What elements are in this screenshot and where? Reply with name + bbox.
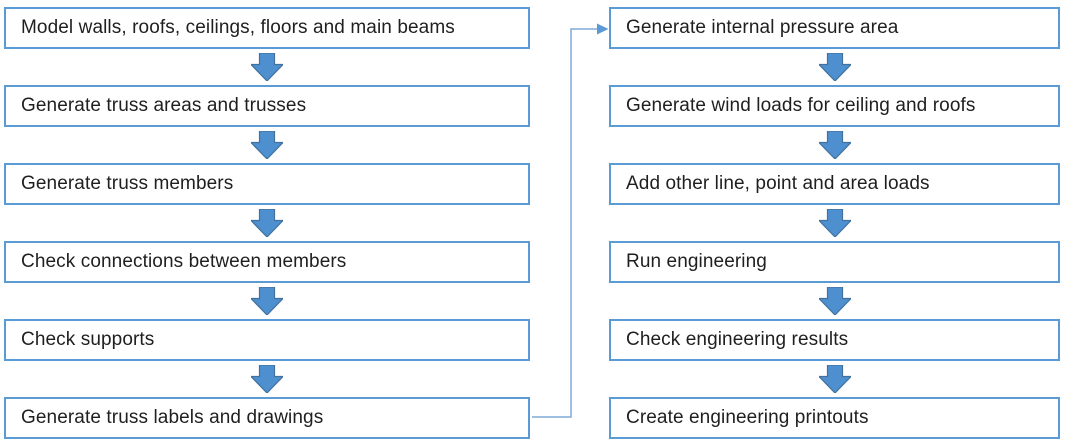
down-arrow-icon <box>818 287 851 315</box>
flow-step-box: Check connections between members <box>4 241 530 283</box>
connector-elbow-line <box>532 28 597 418</box>
arrow-row <box>4 283 530 319</box>
arrow-row <box>609 127 1060 163</box>
down-arrow-icon <box>251 53 283 81</box>
flow-step-box: Generate truss areas and trusses <box>4 85 530 127</box>
arrow-row <box>4 127 530 163</box>
arrow-row <box>609 361 1060 397</box>
flow-step-box: Generate wind loads for ceiling and roof… <box>609 85 1060 127</box>
connector-arrowhead-icon <box>597 23 609 35</box>
flow-step-box: Generate internal pressure area <box>609 7 1060 49</box>
left-column: Model walls, roofs, ceilings, floors and… <box>4 7 530 439</box>
right-column: Generate internal pressure area Generate… <box>609 7 1060 439</box>
arrow-row <box>609 205 1060 241</box>
flow-step-box: Check supports <box>4 319 530 361</box>
arrow-row <box>4 205 530 241</box>
flow-step-label: Generate truss labels and drawings <box>21 407 324 428</box>
flow-step-label: Generate wind loads for ceiling and roof… <box>626 95 976 116</box>
flow-step-label: Add other line, point and area loads <box>626 173 930 194</box>
flow-step-label: Model walls, roofs, ceilings, floors and… <box>21 17 455 38</box>
arrow-row <box>4 49 530 85</box>
flow-step-box: Run engineering <box>609 241 1060 283</box>
flow-step-label: Generate truss members <box>21 173 234 194</box>
arrow-row <box>609 283 1060 319</box>
flow-step-label: Check supports <box>21 329 155 350</box>
flow-step-label: Generate internal pressure area <box>626 17 899 38</box>
flow-step-label: Check engineering results <box>626 329 849 350</box>
flow-step-label: Generate truss areas and trusses <box>21 95 307 116</box>
down-arrow-icon <box>818 365 851 393</box>
down-arrow-icon <box>251 287 283 315</box>
arrow-row <box>4 361 530 397</box>
down-arrow-icon <box>818 131 851 159</box>
flow-step-label: Create engineering printouts <box>626 407 869 428</box>
down-arrow-icon <box>251 365 283 393</box>
down-arrow-icon <box>251 209 283 237</box>
flow-step-label: Run engineering <box>626 251 767 272</box>
flow-step-label: Check connections between members <box>21 251 347 272</box>
flow-step-box: Generate truss labels and drawings <box>4 397 530 439</box>
down-arrow-icon <box>818 209 851 237</box>
flow-step-box: Generate truss members <box>4 163 530 205</box>
flow-step-box: Check engineering results <box>609 319 1060 361</box>
flow-step-box: Add other line, point and area loads <box>609 163 1060 205</box>
down-arrow-icon <box>251 131 283 159</box>
arrow-row <box>609 49 1060 85</box>
flow-step-box: Model walls, roofs, ceilings, floors and… <box>4 7 530 49</box>
flow-step-box: Create engineering printouts <box>609 397 1060 439</box>
down-arrow-icon <box>818 53 851 81</box>
